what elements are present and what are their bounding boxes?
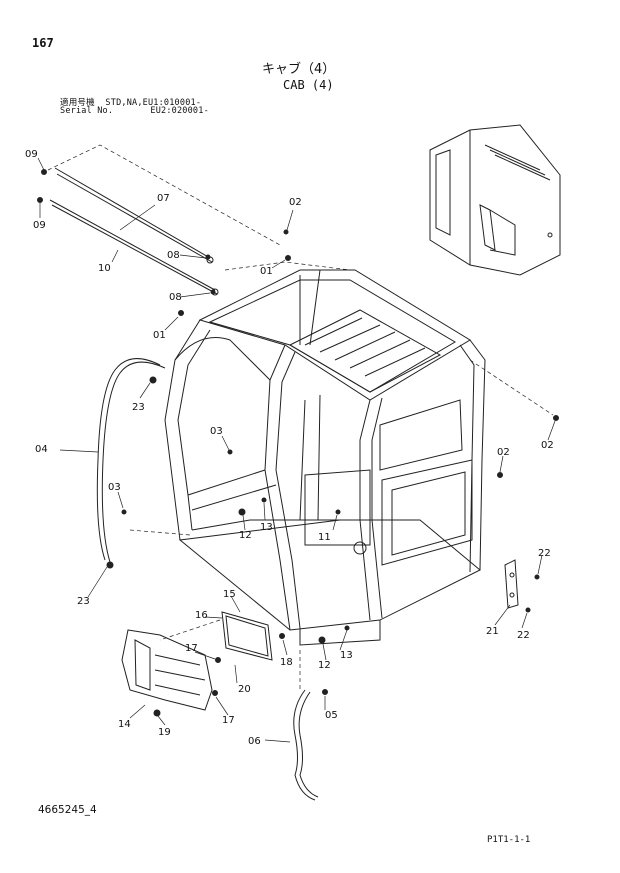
serial-applicability-line-1: 適用号機 STD,NA,EU1:010001- xyxy=(60,98,202,108)
callout-09-bottom: 09 xyxy=(33,220,46,231)
callout-10: 10 xyxy=(98,263,111,274)
callout-02-rear: 02 xyxy=(497,447,510,458)
roof-straps xyxy=(49,167,219,296)
callout-22-bottom: 22 xyxy=(517,630,530,641)
callout-21: 21 xyxy=(486,626,499,637)
callout-15: 15 xyxy=(223,589,236,600)
callout-13-upper: 13 xyxy=(260,522,273,533)
callout-19: 19 xyxy=(158,727,171,738)
callout-17-top: 17 xyxy=(185,643,198,654)
fasteners xyxy=(37,169,559,717)
callout-02-top: 02 xyxy=(289,197,302,208)
callout-01-top: 01 xyxy=(260,266,273,277)
callout-05: 05 xyxy=(325,710,338,721)
callout-09-top: 09 xyxy=(25,149,38,160)
callout-02-right: 02 xyxy=(541,440,554,451)
cab-inset-view xyxy=(429,124,561,276)
callout-12-lower: 12 xyxy=(318,660,331,671)
page-code: P1T1-1-1 xyxy=(487,835,531,845)
callout-07: 07 xyxy=(157,193,170,204)
part-callouts: 09 09 07 10 08 08 02 01 01 23 04 03 03 2… xyxy=(25,149,554,747)
document-id: 4665245_4 xyxy=(38,804,97,816)
callout-16: 16 xyxy=(195,610,208,621)
callout-08-bottom: 08 xyxy=(169,292,182,303)
callout-14: 14 xyxy=(118,719,131,730)
callout-18: 18 xyxy=(280,657,293,668)
callout-23-top: 23 xyxy=(132,402,145,413)
callout-08-top: 08 xyxy=(167,250,180,261)
side-window-glass xyxy=(221,611,273,661)
side-cover-panel xyxy=(121,629,213,711)
callout-04: 04 xyxy=(35,444,48,455)
leader-lines xyxy=(37,144,556,743)
door-weatherstrip xyxy=(96,358,166,563)
callout-06: 06 xyxy=(248,736,261,747)
callout-03-left: 03 xyxy=(108,482,121,493)
cab-frame xyxy=(164,269,486,646)
callout-01-mid: 01 xyxy=(153,330,166,341)
callout-03-mid: 03 xyxy=(210,426,223,437)
page-title-english: CAB (4) xyxy=(283,78,334,92)
callout-23-bottom: 23 xyxy=(77,596,90,607)
callout-11: 11 xyxy=(318,532,331,543)
page-title-japanese: キャブ（4） xyxy=(262,62,336,77)
callout-20: 20 xyxy=(238,684,251,695)
callout-12-upper: 12 xyxy=(239,530,252,541)
serial-applicability-line-2: Serial No. EU2:020001- xyxy=(60,106,209,116)
callout-17-bottom: 17 xyxy=(222,715,235,726)
callout-13-lower: 13 xyxy=(340,650,353,661)
rear-bracket xyxy=(504,559,519,609)
callout-22-top: 22 xyxy=(538,548,551,559)
drain-hose xyxy=(293,689,319,801)
page-number: 167 xyxy=(32,36,54,50)
